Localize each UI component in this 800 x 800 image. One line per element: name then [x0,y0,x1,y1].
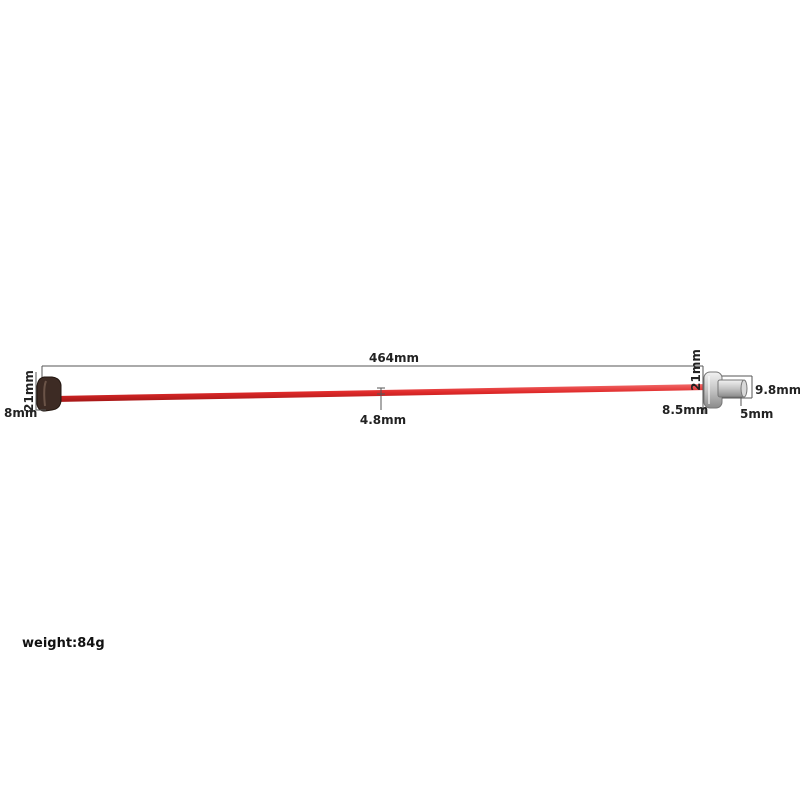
left-end-cap [36,376,62,412]
right-pin-diameter-label: 5mm [740,407,773,421]
rod-diameter-label: 4.8mm [360,413,406,427]
weight-label: weight:84g [22,636,105,651]
right-end-diameter-label: 9.8mm [755,383,800,397]
left-end-dimensions: 21mm 8mm [4,370,46,420]
rod-diameter-dimension: 4.8mm [360,387,406,427]
right-end-width-label: 8.5mm [662,403,708,417]
overall-length-label: 464mm [369,351,419,365]
right-end-dimensions: 21mm 9.8mm 8.5mm 5mm [662,349,800,421]
overall-length-dimension: 464mm [41,351,704,383]
left-end-height-label: 21mm [22,370,36,412]
right-end-fitting [703,371,748,409]
right-end-height-label: 21mm [689,349,703,391]
left-end-width-label: 8mm [4,406,37,420]
